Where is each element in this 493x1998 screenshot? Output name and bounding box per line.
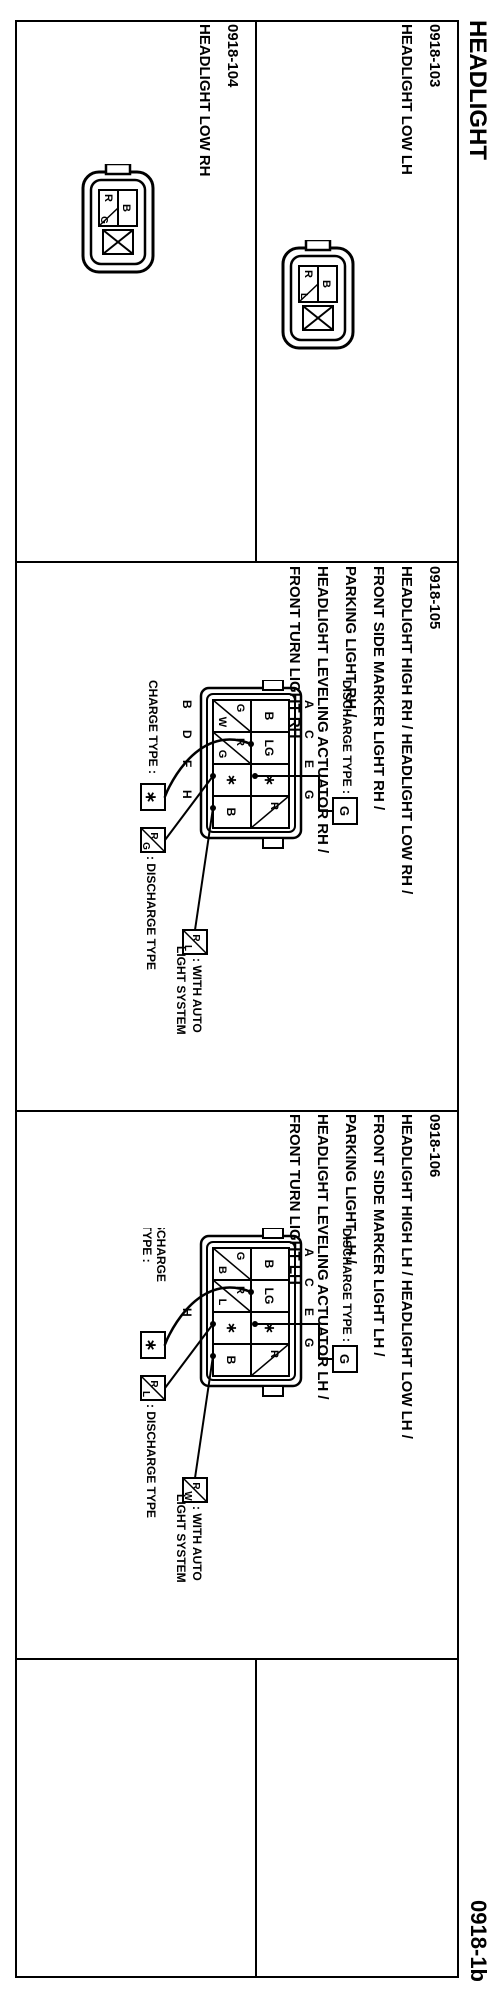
connector-line: FRONT SIDE MARKER LIGHT LH / bbox=[370, 1114, 387, 1357]
pin-label: ∗ bbox=[262, 1322, 278, 1334]
pin-label: B bbox=[120, 204, 132, 212]
wire-color: G bbox=[337, 1354, 352, 1364]
pin-label: R bbox=[102, 194, 114, 202]
connector-line: HEADLIGHT HIGH LH / HEADLIGHT LOW LH / bbox=[398, 1114, 415, 1439]
pin-label: B bbox=[224, 808, 238, 817]
wire-color: R bbox=[190, 1482, 201, 1490]
grid-divider-2 bbox=[15, 1110, 459, 1112]
pin-label: W bbox=[216, 717, 228, 728]
pin-label: G bbox=[98, 216, 109, 224]
discharge-label: : DISCHARGE TYPE bbox=[144, 1404, 158, 1518]
wire-color: R bbox=[190, 934, 201, 942]
terminal-label: A bbox=[302, 1248, 316, 1257]
wire-color: L bbox=[182, 945, 193, 951]
connector-103-diagram: B R L bbox=[281, 240, 355, 350]
pin-label: B bbox=[320, 280, 332, 288]
page-title: HEADLIGHT bbox=[464, 20, 491, 160]
connector-105-diagram: DISCHARGE TYPE : G A C E G B LG ∗ R G W … bbox=[140, 680, 358, 1035]
connector-line: FRONT SIDE MARKER LIGHT RH / bbox=[370, 566, 387, 811]
wire-color: W bbox=[182, 1491, 193, 1501]
wire-color: G bbox=[140, 842, 151, 850]
terminal-label: C bbox=[302, 730, 316, 739]
terminal-label: F bbox=[180, 760, 194, 767]
terminal-label: D bbox=[180, 730, 194, 739]
connector-code: 0918-106 bbox=[426, 1114, 443, 1178]
terminal-label: H bbox=[180, 1308, 194, 1317]
pin-label: LG bbox=[262, 1288, 276, 1305]
auto-light-label: : WITH AUTO bbox=[190, 1506, 204, 1581]
pin-label: B bbox=[216, 1266, 228, 1274]
grid-divider-h2 bbox=[255, 1658, 257, 1978]
pin-label: R bbox=[234, 1286, 246, 1294]
terminal-label: E bbox=[302, 760, 316, 768]
pin-label: L bbox=[298, 293, 309, 299]
connector-name: HEADLIGHT LOW LH bbox=[398, 24, 415, 175]
connector-name: HEADLIGHT LOW RH bbox=[196, 24, 213, 177]
auto-light-label: : WITH AUTO bbox=[190, 958, 204, 1033]
pin-label: G bbox=[216, 750, 228, 759]
pin-label: B bbox=[262, 712, 276, 721]
wire-color: L bbox=[140, 1391, 151, 1397]
wire-color: G bbox=[337, 806, 352, 816]
terminal-label: C bbox=[302, 1278, 316, 1287]
terminal-label: H bbox=[180, 790, 194, 799]
wire-color: R bbox=[148, 832, 159, 840]
terminal-label: G bbox=[302, 1338, 316, 1347]
connector-code: 0918-103 bbox=[426, 24, 443, 88]
connector-code: 0918-104 bbox=[224, 24, 241, 88]
connector-line: HEADLIGHT HIGH RH / HEADLIGHT LOW RH / bbox=[398, 566, 415, 895]
connector-106-diagram: DISCHARGE TYPE : G A C E G B LG ∗ R G B … bbox=[140, 1228, 358, 1583]
wire-color: R bbox=[148, 1380, 159, 1388]
pin-label: ∗ bbox=[262, 774, 278, 786]
pin-label: B bbox=[262, 1260, 276, 1269]
pin-label: R bbox=[268, 802, 280, 810]
pin-label: LG bbox=[262, 740, 276, 757]
connector-103-label: 0918-103 HEADLIGHT LOW LH bbox=[398, 24, 455, 175]
connector-code: 0918-105 bbox=[426, 566, 443, 630]
terminal-label: G bbox=[302, 790, 316, 799]
auto-light-label: LIGHT SYSTEM bbox=[174, 1494, 188, 1583]
auto-light-label: LIGHT SYSTEM bbox=[174, 946, 188, 1035]
pin-label: B bbox=[224, 1356, 238, 1365]
pin-label: ∗ bbox=[224, 1322, 240, 1334]
pin-label: R bbox=[268, 1350, 280, 1358]
wire-color: ∗ bbox=[142, 791, 159, 804]
grid-divider-h1 bbox=[255, 20, 257, 561]
pin-label: G bbox=[234, 704, 246, 713]
page-number: 0918-1b bbox=[466, 1900, 491, 1982]
pin-label: G bbox=[234, 1252, 246, 1261]
discharge-label: TYPE : bbox=[140, 1228, 154, 1263]
pin-label: L bbox=[216, 1299, 228, 1306]
wire-color: ∗ bbox=[142, 1339, 159, 1352]
terminal-label: B bbox=[180, 700, 194, 709]
pin-label: ∗ bbox=[224, 774, 240, 786]
discharge-label: DISCHARGE TYPE : bbox=[340, 680, 354, 794]
discharge-label: DISCHARGE TYPE : bbox=[340, 1228, 354, 1342]
connector-104-diagram: B R G bbox=[81, 164, 155, 274]
pin-label: R bbox=[302, 270, 314, 278]
discharge-label: DISCHARGE TYPE : bbox=[146, 680, 160, 774]
pin-label: R bbox=[234, 738, 246, 746]
grid-divider-3 bbox=[15, 1658, 459, 1660]
discharge-label: DISCHARGE bbox=[154, 1228, 168, 1282]
connector-104-label: 0918-104 HEADLIGHT LOW RH bbox=[196, 24, 253, 177]
terminal-label: E bbox=[302, 1308, 316, 1316]
terminal-label: A bbox=[302, 700, 316, 709]
grid-divider-1 bbox=[15, 561, 459, 563]
discharge-label: : DISCHARGE TYPE bbox=[144, 856, 158, 970]
